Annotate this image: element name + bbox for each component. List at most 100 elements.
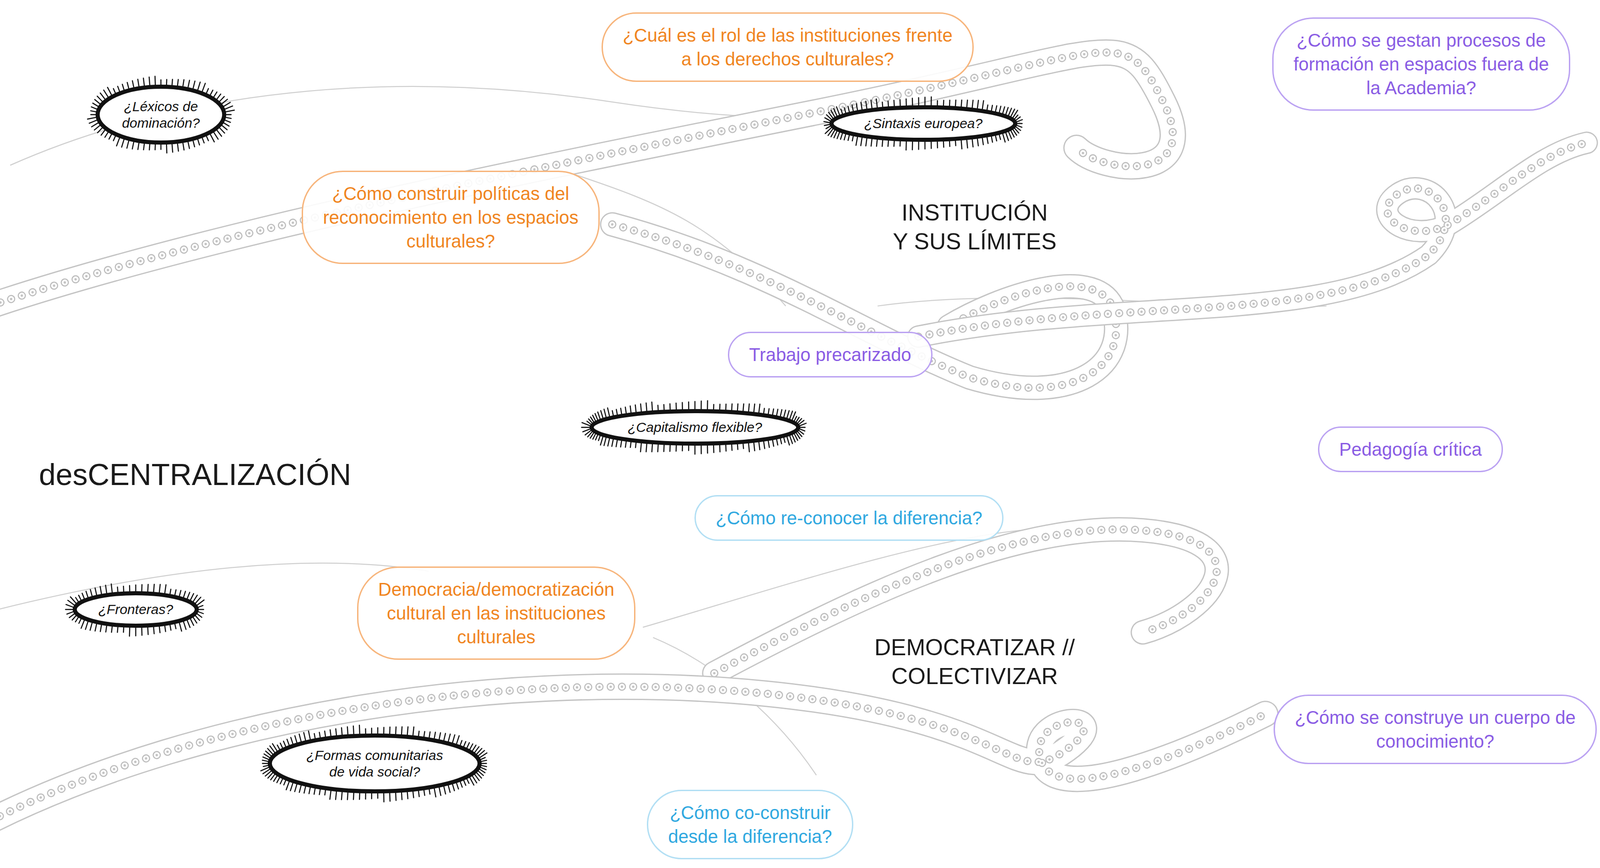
blob-spike (645, 403, 647, 413)
blob-spike (688, 402, 690, 411)
blob-spike (132, 141, 135, 150)
blob-spike (347, 726, 348, 736)
blob-spike (856, 136, 858, 146)
blob-outline (258, 724, 491, 803)
blob-spike (799, 427, 806, 429)
blob-spike (423, 790, 425, 797)
blob-spike (851, 104, 854, 112)
blob-spike (961, 100, 962, 108)
blob-spike (456, 736, 460, 745)
blob-spike (129, 585, 131, 593)
blob-spike (97, 96, 103, 102)
blob-spike (330, 790, 332, 800)
blob-spike (335, 791, 337, 800)
blob-spike (197, 138, 200, 145)
blob-spike (905, 98, 907, 107)
blob-spike (768, 440, 770, 448)
blob-spike (681, 444, 684, 451)
blob-spike (688, 445, 690, 451)
blob-spike (196, 613, 202, 618)
blob-spike (225, 113, 232, 115)
blob-spike (731, 404, 733, 412)
blob-spike (127, 82, 130, 90)
tentacle-suckers (0, 687, 1266, 822)
node-text: ¿Cómo re-conocer la diferencia? (714, 506, 984, 531)
blob-spike (999, 134, 1001, 140)
blob-spike (66, 612, 74, 615)
blob-spike (753, 404, 755, 413)
tentacle-suckers (0, 687, 1266, 822)
blob-spike (865, 101, 867, 110)
blob-spike (888, 140, 889, 147)
question-bubble: ¿Cómo co-construir desde la diferencia? (646, 790, 854, 860)
blob-spike (260, 767, 270, 772)
blob-spike (213, 131, 218, 140)
blob-spike (197, 612, 204, 615)
blob-spike (799, 428, 805, 432)
blob-spike (196, 600, 205, 606)
thin-lines (0, 86, 1327, 776)
blob-spike (712, 404, 715, 411)
blob-spike (861, 102, 863, 111)
blob-spike (905, 141, 907, 151)
blob-spike (694, 445, 696, 455)
blob-spike (848, 134, 850, 141)
blob-spike (147, 627, 149, 635)
blob-spike (371, 728, 373, 735)
blob-spike (786, 436, 790, 445)
blob-spike (581, 427, 591, 429)
blob-spike (153, 584, 155, 593)
blob-spike (924, 97, 926, 106)
blob-spike (876, 139, 878, 147)
blob-spike (681, 402, 684, 411)
node-text: Trabajo precarizado (748, 342, 913, 367)
blob-spike (597, 412, 601, 420)
blob-spike (75, 617, 79, 623)
tentacle (0, 687, 1266, 822)
blob-spike (100, 92, 106, 100)
blob-spike (630, 441, 632, 448)
blob-spike (216, 129, 222, 136)
blob-spike (129, 627, 131, 637)
blob-spike (743, 443, 744, 450)
blob-spike (840, 132, 843, 140)
blob-spike (753, 442, 755, 451)
blob-spike (982, 137, 984, 145)
blob-spike (90, 622, 93, 631)
blob-spike (364, 792, 367, 800)
blob-spike (286, 781, 290, 791)
blob-spike (949, 140, 951, 147)
blob-spike (186, 592, 190, 600)
blob-spike (166, 143, 168, 153)
node-text: ¿Cómo construir políticas del reconocimi… (321, 181, 580, 254)
blob-spike (977, 138, 979, 147)
blob-spike (192, 140, 195, 147)
blob-spike (90, 113, 97, 115)
keyword-blob: ¿Léxicos de dominación? (86, 75, 236, 154)
tentacle-suckers (0, 52, 1173, 307)
blob-spike (182, 142, 185, 151)
blob-spike (81, 593, 85, 600)
blob-spike (117, 626, 119, 633)
blob-spike (272, 743, 278, 752)
blob-spike (126, 140, 129, 149)
blob-spike (299, 785, 302, 793)
blob-spike (149, 143, 150, 151)
blob-spike (987, 104, 988, 111)
blob-spike (89, 119, 98, 124)
blob-spike (276, 777, 281, 783)
blob-spikes (87, 76, 235, 154)
blob-spike (123, 627, 125, 633)
blob-spike (358, 725, 361, 735)
blob-spike (616, 439, 618, 448)
question-bubble: Democracia/democratización cultural en l… (357, 566, 636, 661)
blob-spike (377, 727, 379, 735)
blob-spike (592, 415, 597, 422)
node-text: Democracia/democratización cultural en l… (377, 577, 616, 650)
blob-spike (825, 125, 831, 129)
blob-spike (206, 135, 209, 142)
blob-spike (143, 143, 145, 151)
blob-spike (783, 437, 786, 443)
blob-spike (407, 727, 409, 737)
blob-spike (224, 106, 233, 110)
